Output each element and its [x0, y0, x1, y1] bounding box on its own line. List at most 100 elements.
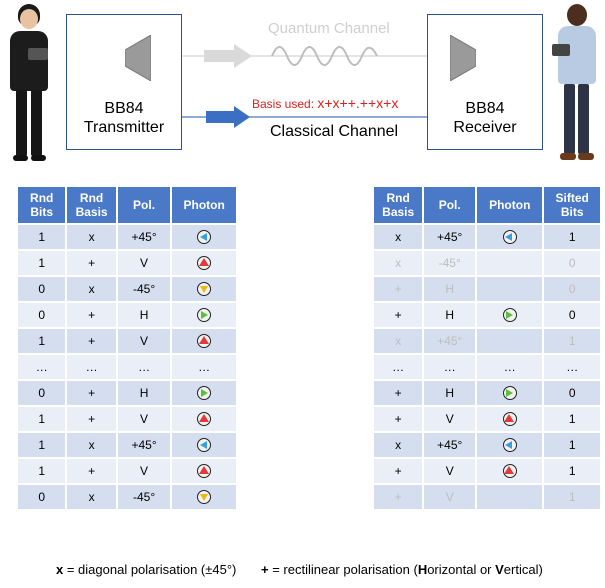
legend-rect-symbol: +: [261, 562, 269, 577]
photon-cell: [477, 433, 543, 457]
table-row: x+45°1: [374, 225, 600, 249]
header-pol: Pol.: [424, 187, 476, 223]
legend-rect-text-3: ertical): [503, 562, 543, 577]
pol-cell: +45°: [117, 433, 171, 457]
photon-cell: [477, 225, 543, 249]
table-row: 1+V: [18, 407, 236, 431]
rnd-bit-cell: 1: [18, 251, 66, 275]
rnd-bit-cell: 0: [18, 303, 66, 327]
rnd-bit-cell: …: [18, 355, 66, 379]
table-row: x+45°1: [374, 433, 600, 457]
rnd-basis-cell: x: [374, 329, 423, 353]
header-photon: Photon: [172, 187, 236, 223]
rnd-basis-cell: +: [374, 485, 423, 509]
rnd-basis-cell: x: [67, 225, 116, 249]
photon-cell: [477, 407, 543, 431]
receiver-box: BB84 Receiver: [427, 14, 543, 150]
table-row: +V 1: [374, 485, 600, 509]
rnd-basis-cell: +: [67, 459, 116, 483]
pol-cell: +45°: [424, 225, 476, 249]
photon-cell: …: [172, 355, 236, 379]
legend-rect-h: H: [417, 562, 428, 577]
rnd-bit-cell: 1: [18, 329, 66, 353]
photon-cell: [477, 381, 543, 405]
basis-used-label: Basis used:: [252, 97, 318, 111]
rnd-basis-cell: +: [67, 329, 116, 353]
legend-diag-symbol: x: [56, 562, 64, 577]
receiver-table: Rnd Basis Pol. Photon Sifted Bits x+45°1…: [372, 185, 602, 511]
photon-cell: [172, 459, 236, 483]
photon-cell: [172, 251, 236, 275]
table-header-row: Rnd Bits Rnd Basis Pol. Photon: [18, 187, 236, 223]
photon-cell: [172, 433, 236, 457]
photon-vertical-icon: [197, 256, 212, 271]
photon-cell: [477, 329, 543, 353]
receiver-label-line1: BB84: [465, 100, 505, 117]
legend-rect-text-1: = rectilinear polarisation (: [268, 562, 418, 577]
pol-cell: H: [424, 277, 476, 301]
rnd-basis-cell: x: [374, 433, 423, 457]
photon-cell: [172, 485, 236, 509]
sifted-bit-cell: 1: [544, 407, 600, 431]
pol-cell: V: [424, 459, 476, 483]
photon-cell: [172, 329, 236, 353]
rnd-basis-cell: +: [67, 303, 116, 327]
pol-cell: V: [117, 459, 171, 483]
sifted-bit-cell: 1: [544, 485, 600, 509]
transmitter-person: [4, 4, 54, 164]
rnd-basis-cell: x: [67, 433, 116, 457]
rnd-basis-cell: x: [67, 277, 116, 301]
pol-cell: V: [424, 407, 476, 431]
header-photon: Photon: [477, 187, 543, 223]
photon-cell: [477, 251, 543, 275]
basis-used-annotation: Basis used: x+x++.++x+x: [252, 95, 398, 111]
receiver-horn-icon: [450, 35, 476, 81]
pol-cell: +45°: [424, 433, 476, 457]
rnd-basis-cell: +: [374, 459, 423, 483]
pol-cell: V: [424, 485, 476, 509]
rnd-bit-cell: 0: [18, 277, 66, 301]
legend-rect-v: V: [495, 562, 504, 577]
pol-cell: -45°: [117, 485, 171, 509]
rnd-basis-cell: x: [67, 485, 116, 509]
table-row: …………: [374, 355, 600, 379]
photon-cell: [477, 485, 543, 509]
table-row: x-45°0: [374, 251, 600, 275]
rnd-basis-cell: +: [374, 381, 423, 405]
photon-cell: [477, 459, 543, 483]
rnd-basis-cell: +: [67, 251, 116, 275]
sifted-bit-cell: 0: [544, 381, 600, 405]
pol-cell: …: [424, 355, 476, 379]
rnd-basis-cell: x: [374, 251, 423, 275]
table-row: 1+V: [18, 329, 236, 353]
photon-diag-left-icon: [197, 282, 212, 297]
header-pol: Pol.: [117, 187, 171, 223]
rnd-bit-cell: 0: [18, 485, 66, 509]
rnd-basis-cell: +: [374, 407, 423, 431]
photon-horizontal-icon: [502, 308, 517, 323]
rnd-basis-cell: +: [374, 277, 423, 301]
photon-diag-right-icon: [502, 230, 517, 245]
legend-rect-text-2: orizontal or: [427, 562, 496, 577]
sifted-bit-cell: 0: [544, 303, 600, 327]
sifted-bit-cell: 0: [544, 251, 600, 275]
table-row: 0+H: [18, 303, 236, 327]
photon-cell: [172, 407, 236, 431]
photon-diag-left-icon: [197, 490, 212, 505]
photon-diag-right-icon: [197, 438, 212, 453]
pol-cell: …: [117, 355, 171, 379]
table-row: +V 1: [374, 407, 600, 431]
sifted-bit-cell: 0: [544, 277, 600, 301]
sifted-bit-cell: 1: [544, 329, 600, 353]
classical-channel-label: Classical Channel: [270, 123, 399, 140]
rnd-basis-cell: …: [67, 355, 116, 379]
header-rnd-basis: Rnd Basis: [67, 187, 116, 223]
rnd-bit-cell: 1: [18, 433, 66, 457]
pol-cell: V: [117, 407, 171, 431]
pol-cell: H: [424, 381, 476, 405]
receiver-label-line2: Receiver: [453, 119, 517, 136]
rnd-bit-cell: 0: [18, 381, 66, 405]
